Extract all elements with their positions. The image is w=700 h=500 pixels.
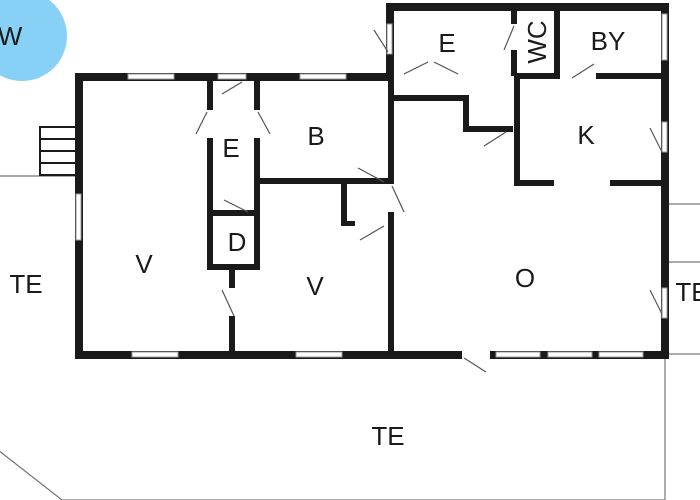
room-label-open-room: O <box>515 263 535 293</box>
compass-badge: W <box>0 0 67 81</box>
room-label-living-left: V <box>135 249 153 279</box>
doors <box>195 24 663 373</box>
room-label-bedroom: B <box>307 121 324 151</box>
room-label-terrace-left: TE <box>9 269 42 299</box>
terrace-right <box>666 203 700 355</box>
room-label-living-middle: V <box>306 271 324 301</box>
room-label-kitchen: K <box>577 120 595 150</box>
room-label-terrace-right: TE <box>675 277 700 307</box>
compass-label: W <box>0 21 23 51</box>
room-label-hall-top: E <box>438 28 455 58</box>
room-label-hall-inner: E <box>222 133 239 163</box>
room-label-terrace-bottom: TE <box>371 421 404 451</box>
room-label-bathroom: BY <box>591 26 626 56</box>
windows <box>75 13 668 358</box>
room-label-wc: WC <box>522 20 552 63</box>
entrance-stairs <box>39 126 77 176</box>
room-label-shower: D <box>228 227 247 257</box>
